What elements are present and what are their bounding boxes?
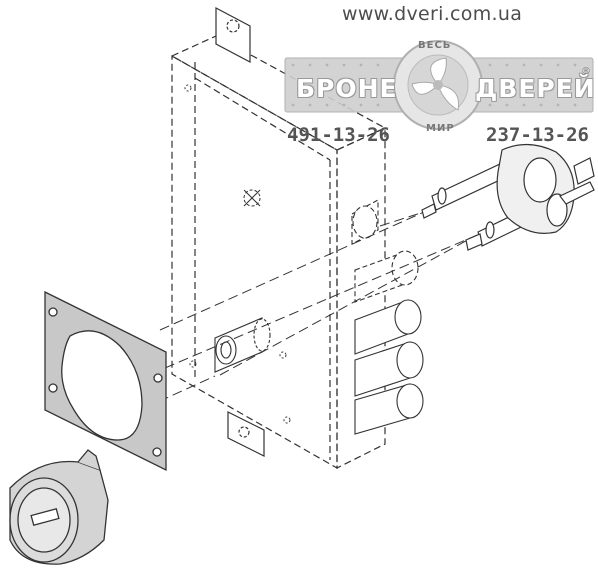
lock-body <box>170 35 387 470</box>
lock-cylinder <box>9 449 109 565</box>
brand-word-right: ДВЕРЕЙ <box>475 74 596 103</box>
top-mounting-tab <box>215 7 251 63</box>
brand-logo-watermark <box>284 40 594 130</box>
phone-number-2: 237-13-26 <box>486 124 589 146</box>
lock-bolts <box>351 199 424 435</box>
bottom-mounting-tab <box>227 411 265 457</box>
cylinder-seat <box>214 317 271 373</box>
site-url: www.dveri.com.ua <box>342 3 523 25</box>
bolt-4 <box>354 383 424 435</box>
bolt-1 <box>354 250 419 303</box>
brand-arc-bottom: МИР <box>426 123 455 134</box>
rivet-marks <box>184 84 291 424</box>
brand-arc-top: ВЕСЬ <box>418 40 452 51</box>
phone-number-1: 491-13-26 <box>287 124 390 146</box>
brand-word-left: БРОНЕ <box>296 74 398 103</box>
registered-mark: ® <box>581 66 591 77</box>
logo-rivets <box>291 63 577 107</box>
bolt-3 <box>354 341 424 397</box>
fastening-screws <box>421 143 595 251</box>
propeller-icon <box>411 57 460 111</box>
bolt-2 <box>354 299 422 355</box>
assembly-guide-lines <box>117 169 523 421</box>
armor-plate <box>44 290 167 472</box>
